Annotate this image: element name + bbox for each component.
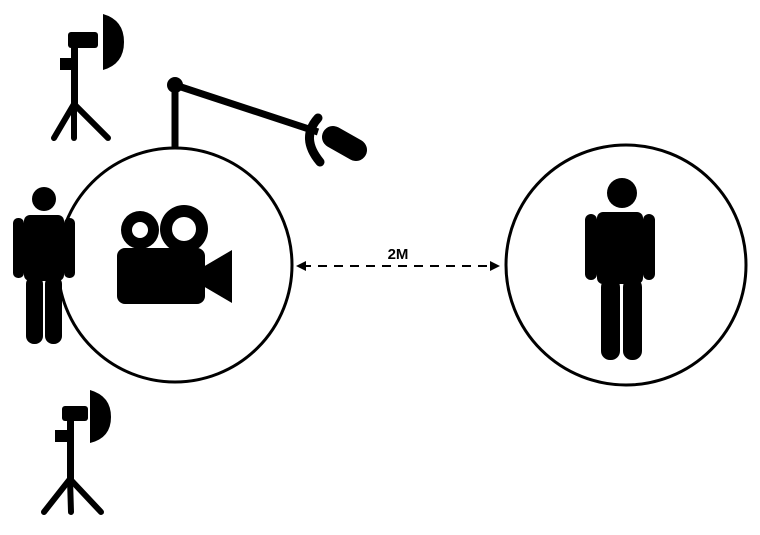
top-studio-light-icon	[51, 14, 124, 141]
distance-label: 2M	[388, 246, 409, 263]
subject-person-icon	[585, 178, 655, 360]
boom-microphone-icon	[167, 77, 367, 167]
camera-operator-icon	[13, 187, 75, 344]
bottom-studio-light-icon	[41, 390, 111, 515]
video-camera-icon	[117, 205, 232, 304]
distance-arrow	[296, 261, 500, 271]
